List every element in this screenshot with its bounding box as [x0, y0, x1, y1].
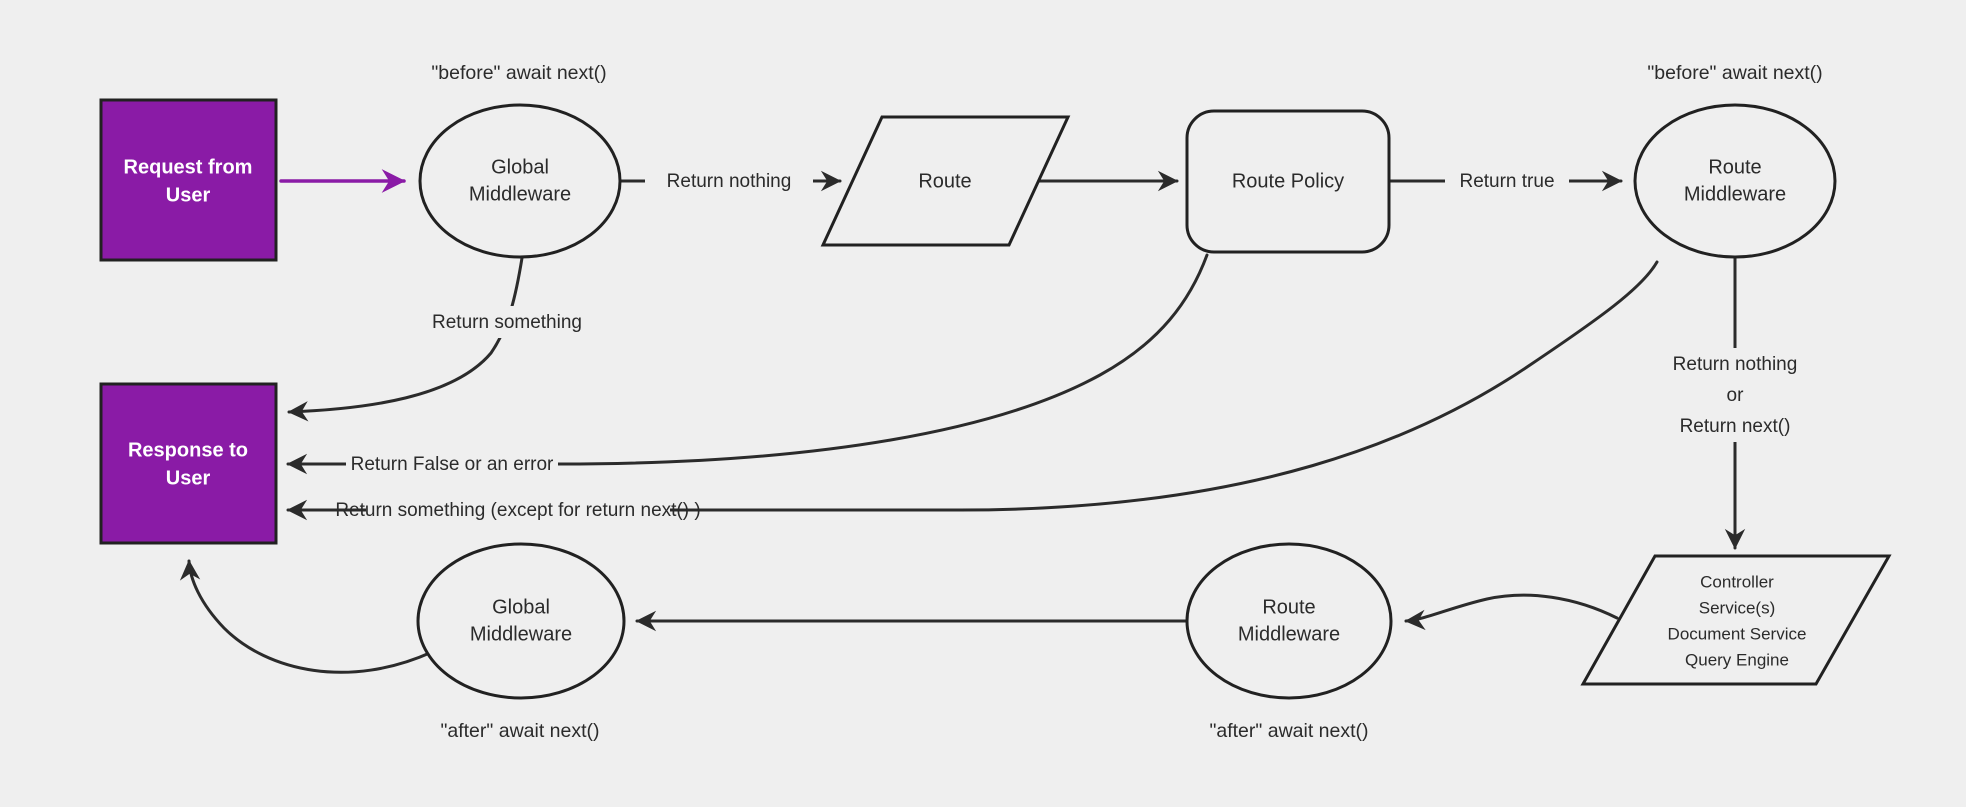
edge-return-false-or-error — [286, 253, 1209, 475]
route-policy-label: Route Policy — [1232, 170, 1344, 192]
label-mask — [346, 448, 558, 480]
label-mask — [366, 494, 670, 526]
route-middleware-bottom-line1: Route — [1262, 596, 1315, 618]
label-mask — [415, 306, 599, 338]
controller-parallelogram — [1580, 554, 1892, 686]
global-middleware-bottom-line2: Middleware — [470, 623, 572, 645]
node-global-middleware-top: Global Middleware — [418, 103, 622, 259]
edge-global-middleware-bottom-to-response — [179, 559, 434, 674]
edge-label-return-false-or-error: Return False or an error — [351, 454, 554, 475]
global-middleware-bottom-ellipse — [416, 542, 626, 700]
controller-line3: Document Service — [1668, 624, 1807, 643]
node-route-policy: Route Policy — [1185, 109, 1391, 254]
node-response-to-user: Response to User — [99, 382, 278, 545]
route-middleware-bottom-ellipse — [1185, 542, 1393, 700]
request-box — [99, 98, 278, 262]
route-label: Route — [918, 170, 971, 192]
node-request-from-user: Request from User — [99, 98, 278, 262]
edge-label-line: or — [1727, 385, 1745, 406]
edge-label-return-nothing: Return nothing — [667, 171, 792, 192]
global-middleware-top-line1: Global — [491, 156, 549, 178]
edge-return-something-except — [286, 260, 1659, 521]
edge-label-return-true: Return true — [1459, 171, 1554, 192]
edge-label-return-nothing-or-next: Return nothing or Return next() — [1673, 354, 1798, 437]
annotation-after-await-right: "after" await next() — [1209, 720, 1368, 742]
controller-line4: Query Engine — [1685, 650, 1789, 669]
route-middleware-top-line1: Route — [1708, 156, 1761, 178]
edge-label-line: Return next() — [1680, 416, 1791, 437]
node-global-middleware-bottom: Global Middleware — [416, 542, 626, 700]
global-middleware-top-ellipse — [418, 103, 622, 259]
controller-line2: Service(s) — [1699, 598, 1776, 617]
annotation-before-await-left: "before" await next() — [431, 62, 606, 84]
label-mask — [1445, 165, 1569, 197]
edge-label-return-something-except: Return something (except for return next… — [335, 500, 700, 521]
label-mask — [1650, 348, 1820, 442]
annotation-after-await-left: "after" await next() — [440, 720, 599, 742]
node-route-middleware-bottom: Route Middleware — [1185, 542, 1393, 700]
node-controller-services: Controller Service(s) Document Service Q… — [1580, 554, 1892, 686]
edge-controller-to-route-middleware-bottom — [1404, 593, 1619, 631]
annotation-before-await-right: "before" await next() — [1647, 62, 1822, 84]
route-middleware-bottom-line2: Middleware — [1238, 623, 1340, 645]
request-label-line1: Request from — [124, 156, 253, 178]
response-label-line1: Response to — [128, 439, 248, 461]
global-middleware-top-line2: Middleware — [469, 183, 571, 205]
edge-return-something — [287, 256, 524, 422]
edge-label-return-something: Return something — [432, 312, 582, 333]
global-middleware-bottom-line1: Global — [492, 596, 550, 618]
node-route-middleware-top: Route Middleware — [1633, 103, 1837, 259]
controller-line1: Controller — [1700, 572, 1774, 591]
edge-label-line: Return nothing — [1673, 354, 1798, 375]
route-middleware-top-ellipse — [1633, 103, 1837, 259]
response-box — [99, 382, 278, 545]
request-label-line2: User — [166, 184, 211, 206]
node-route: Route — [820, 115, 1071, 247]
label-mask — [645, 165, 813, 197]
route-parallelogram — [820, 115, 1071, 247]
route-middleware-top-line2: Middleware — [1684, 183, 1786, 205]
response-label-line2: User — [166, 467, 211, 489]
route-policy-rect — [1185, 109, 1391, 254]
